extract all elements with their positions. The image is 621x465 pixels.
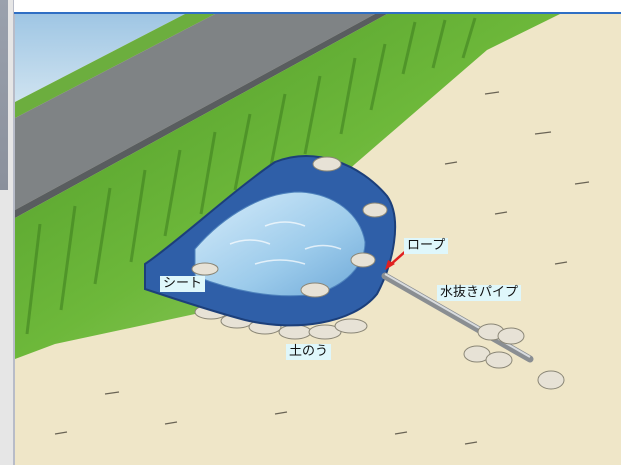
sandbag-rim bbox=[191, 156, 388, 298]
water-ripples bbox=[229, 221, 342, 265]
grass-texture bbox=[25, 17, 477, 335]
top-frame-border bbox=[14, 0, 621, 14]
sheet-label: シート bbox=[160, 276, 206, 292]
sand-texture bbox=[54, 91, 590, 445]
rope-label: ロープ bbox=[404, 238, 449, 254]
pipe-sandbags bbox=[463, 323, 565, 390]
drain-pipe-label: 水抜きパイプ bbox=[437, 285, 522, 301]
drain-pipe bbox=[381, 272, 534, 363]
left-frame-border bbox=[13, 0, 15, 465]
sandbag-label: 土のう bbox=[286, 344, 332, 360]
page-left-frame bbox=[0, 0, 14, 465]
rope-arrow-head bbox=[385, 260, 395, 270]
levee-sheet-illustration bbox=[15, 14, 621, 465]
left-frame-shade bbox=[0, 0, 8, 190]
water-pool bbox=[194, 191, 366, 297]
